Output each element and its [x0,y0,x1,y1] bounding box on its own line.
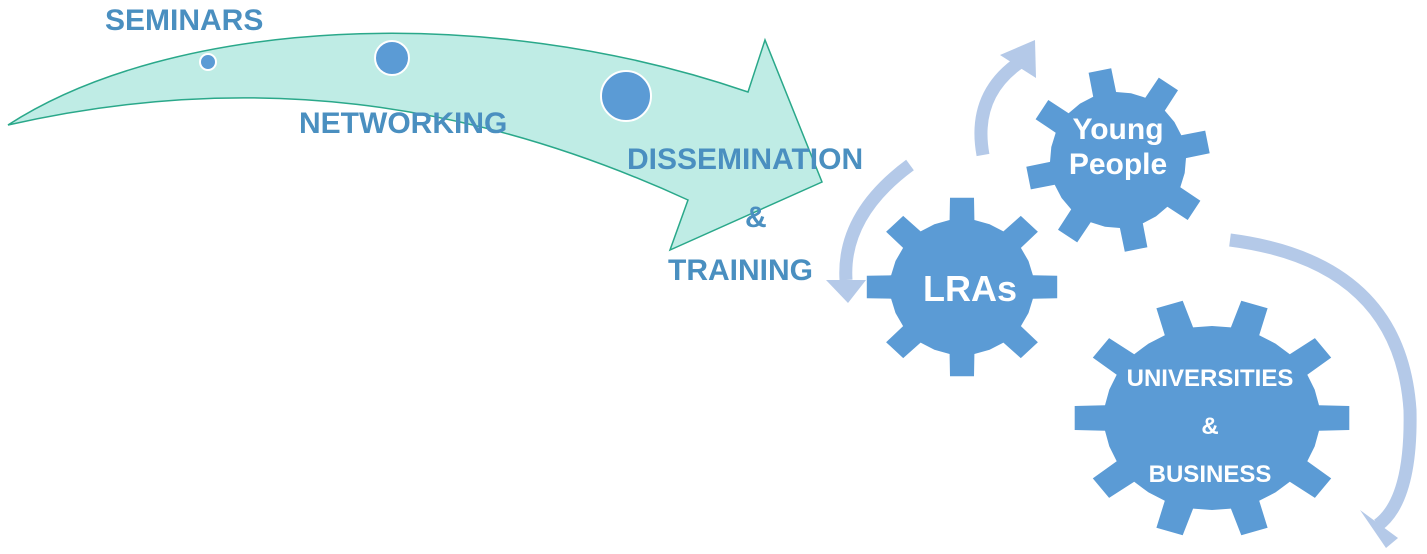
gear-label-lras: LRAs [922,268,1017,309]
gear-label-universities: UNIVERSITIES [1126,365,1294,392]
cycle-arrow-right [1229,233,1417,531]
cycle-arrow-top [974,56,1024,157]
stage-label-dissemination: DISSEMINATION [627,143,864,176]
gear-label-people: People [1068,147,1168,181]
cycle-arrow-top-head [1000,40,1036,78]
stage-dot-medium [374,40,410,76]
stage-dot-large [600,70,652,122]
gear-universities-business [1074,300,1350,536]
stage-label-training: TRAINING [668,254,813,287]
gears [866,68,1350,536]
gear-label-universities-business: UNIVERSITIES & BUSINESS [1110,355,1310,499]
stage-label-ampersand: & [745,201,767,234]
cycle-arrow-right-head [1360,510,1398,548]
stage-label-seminars: SEMINARS [105,4,264,37]
stage-label-networking: NETWORKING [299,107,508,140]
gear-label-ampersand: & [1201,413,1219,440]
gear-label-business: BUSINESS [1148,461,1272,488]
cycle-arrow-left-head [826,280,866,303]
gear-lras [866,197,1058,377]
cycle-arrows [826,40,1417,548]
gear-young-people [1026,68,1210,252]
cycle-arrow-left [839,159,914,281]
process-arrow [7,32,823,252]
stage-dot-small [199,53,217,71]
gear-label-young: Young [1072,113,1164,146]
gear-label-young-people: Young People [1058,113,1178,182]
